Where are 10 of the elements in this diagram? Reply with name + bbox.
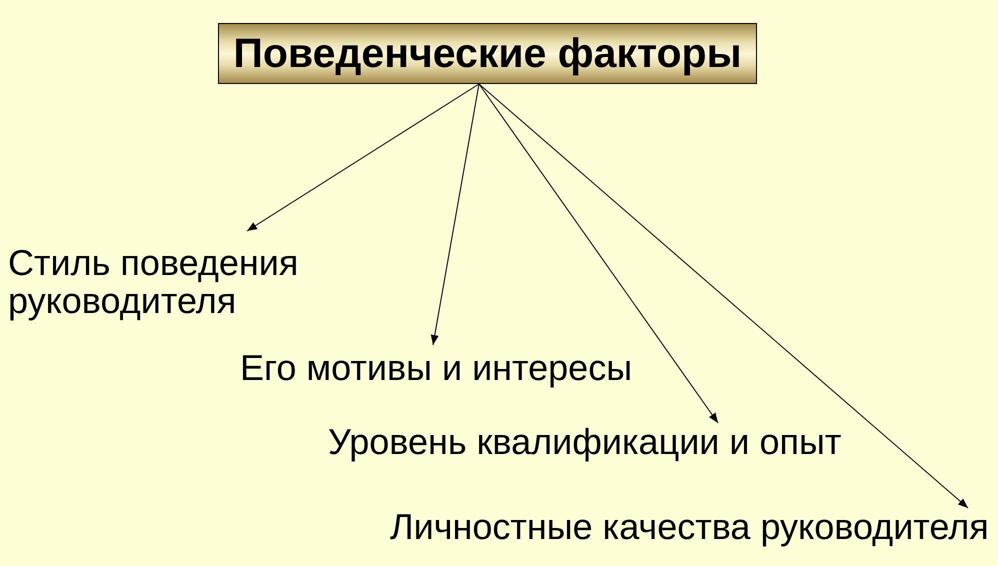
arrow xyxy=(478,84,968,508)
factor-text: Уровень квалификации и опыт xyxy=(328,423,842,461)
arrow xyxy=(430,84,480,346)
factor-text: Его мотивы и интересы xyxy=(240,349,634,387)
arrow xyxy=(246,84,480,232)
factor-text: Стиль поведения руководителя xyxy=(8,244,300,320)
title-box xyxy=(218,23,757,84)
factor-text: Личностные качества руководителя xyxy=(390,508,990,546)
title-text: Поведенческие факторы xyxy=(233,33,742,74)
arrow xyxy=(478,84,718,424)
